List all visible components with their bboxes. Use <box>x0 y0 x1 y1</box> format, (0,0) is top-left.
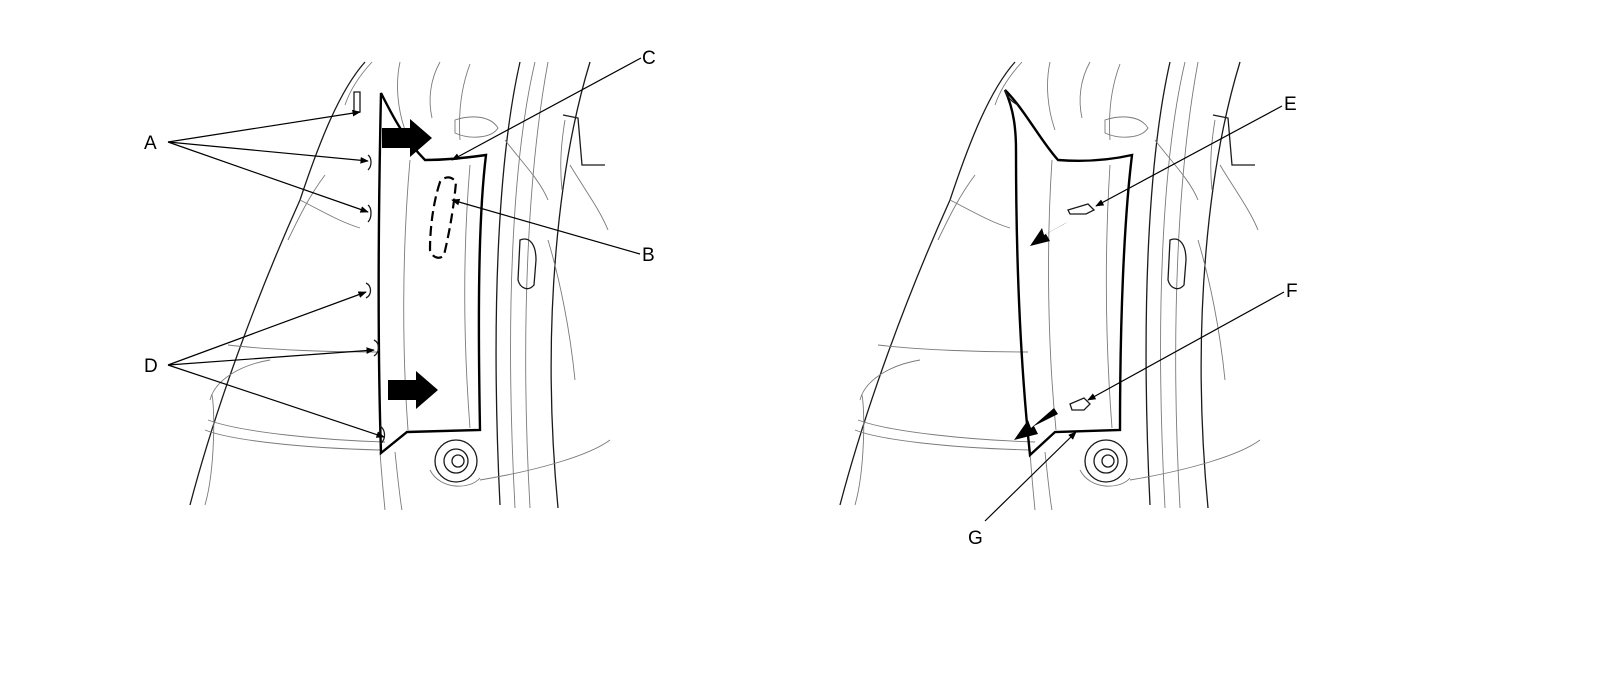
label-b: B <box>642 245 655 266</box>
right-panel-illustration <box>839 61 1285 522</box>
label-f: F <box>1286 281 1298 302</box>
push-arrow-lower <box>388 371 438 409</box>
label-e: E <box>1284 94 1297 115</box>
label-g: G <box>968 528 983 549</box>
label-c: C <box>642 48 656 69</box>
label-d: D <box>144 356 158 377</box>
label-a: A <box>144 133 157 154</box>
pull-arrow-lower <box>1014 408 1058 440</box>
left-panel-illustration <box>167 57 642 511</box>
push-arrow-upper <box>382 119 432 157</box>
pull-arrow-upper <box>1030 222 1068 246</box>
